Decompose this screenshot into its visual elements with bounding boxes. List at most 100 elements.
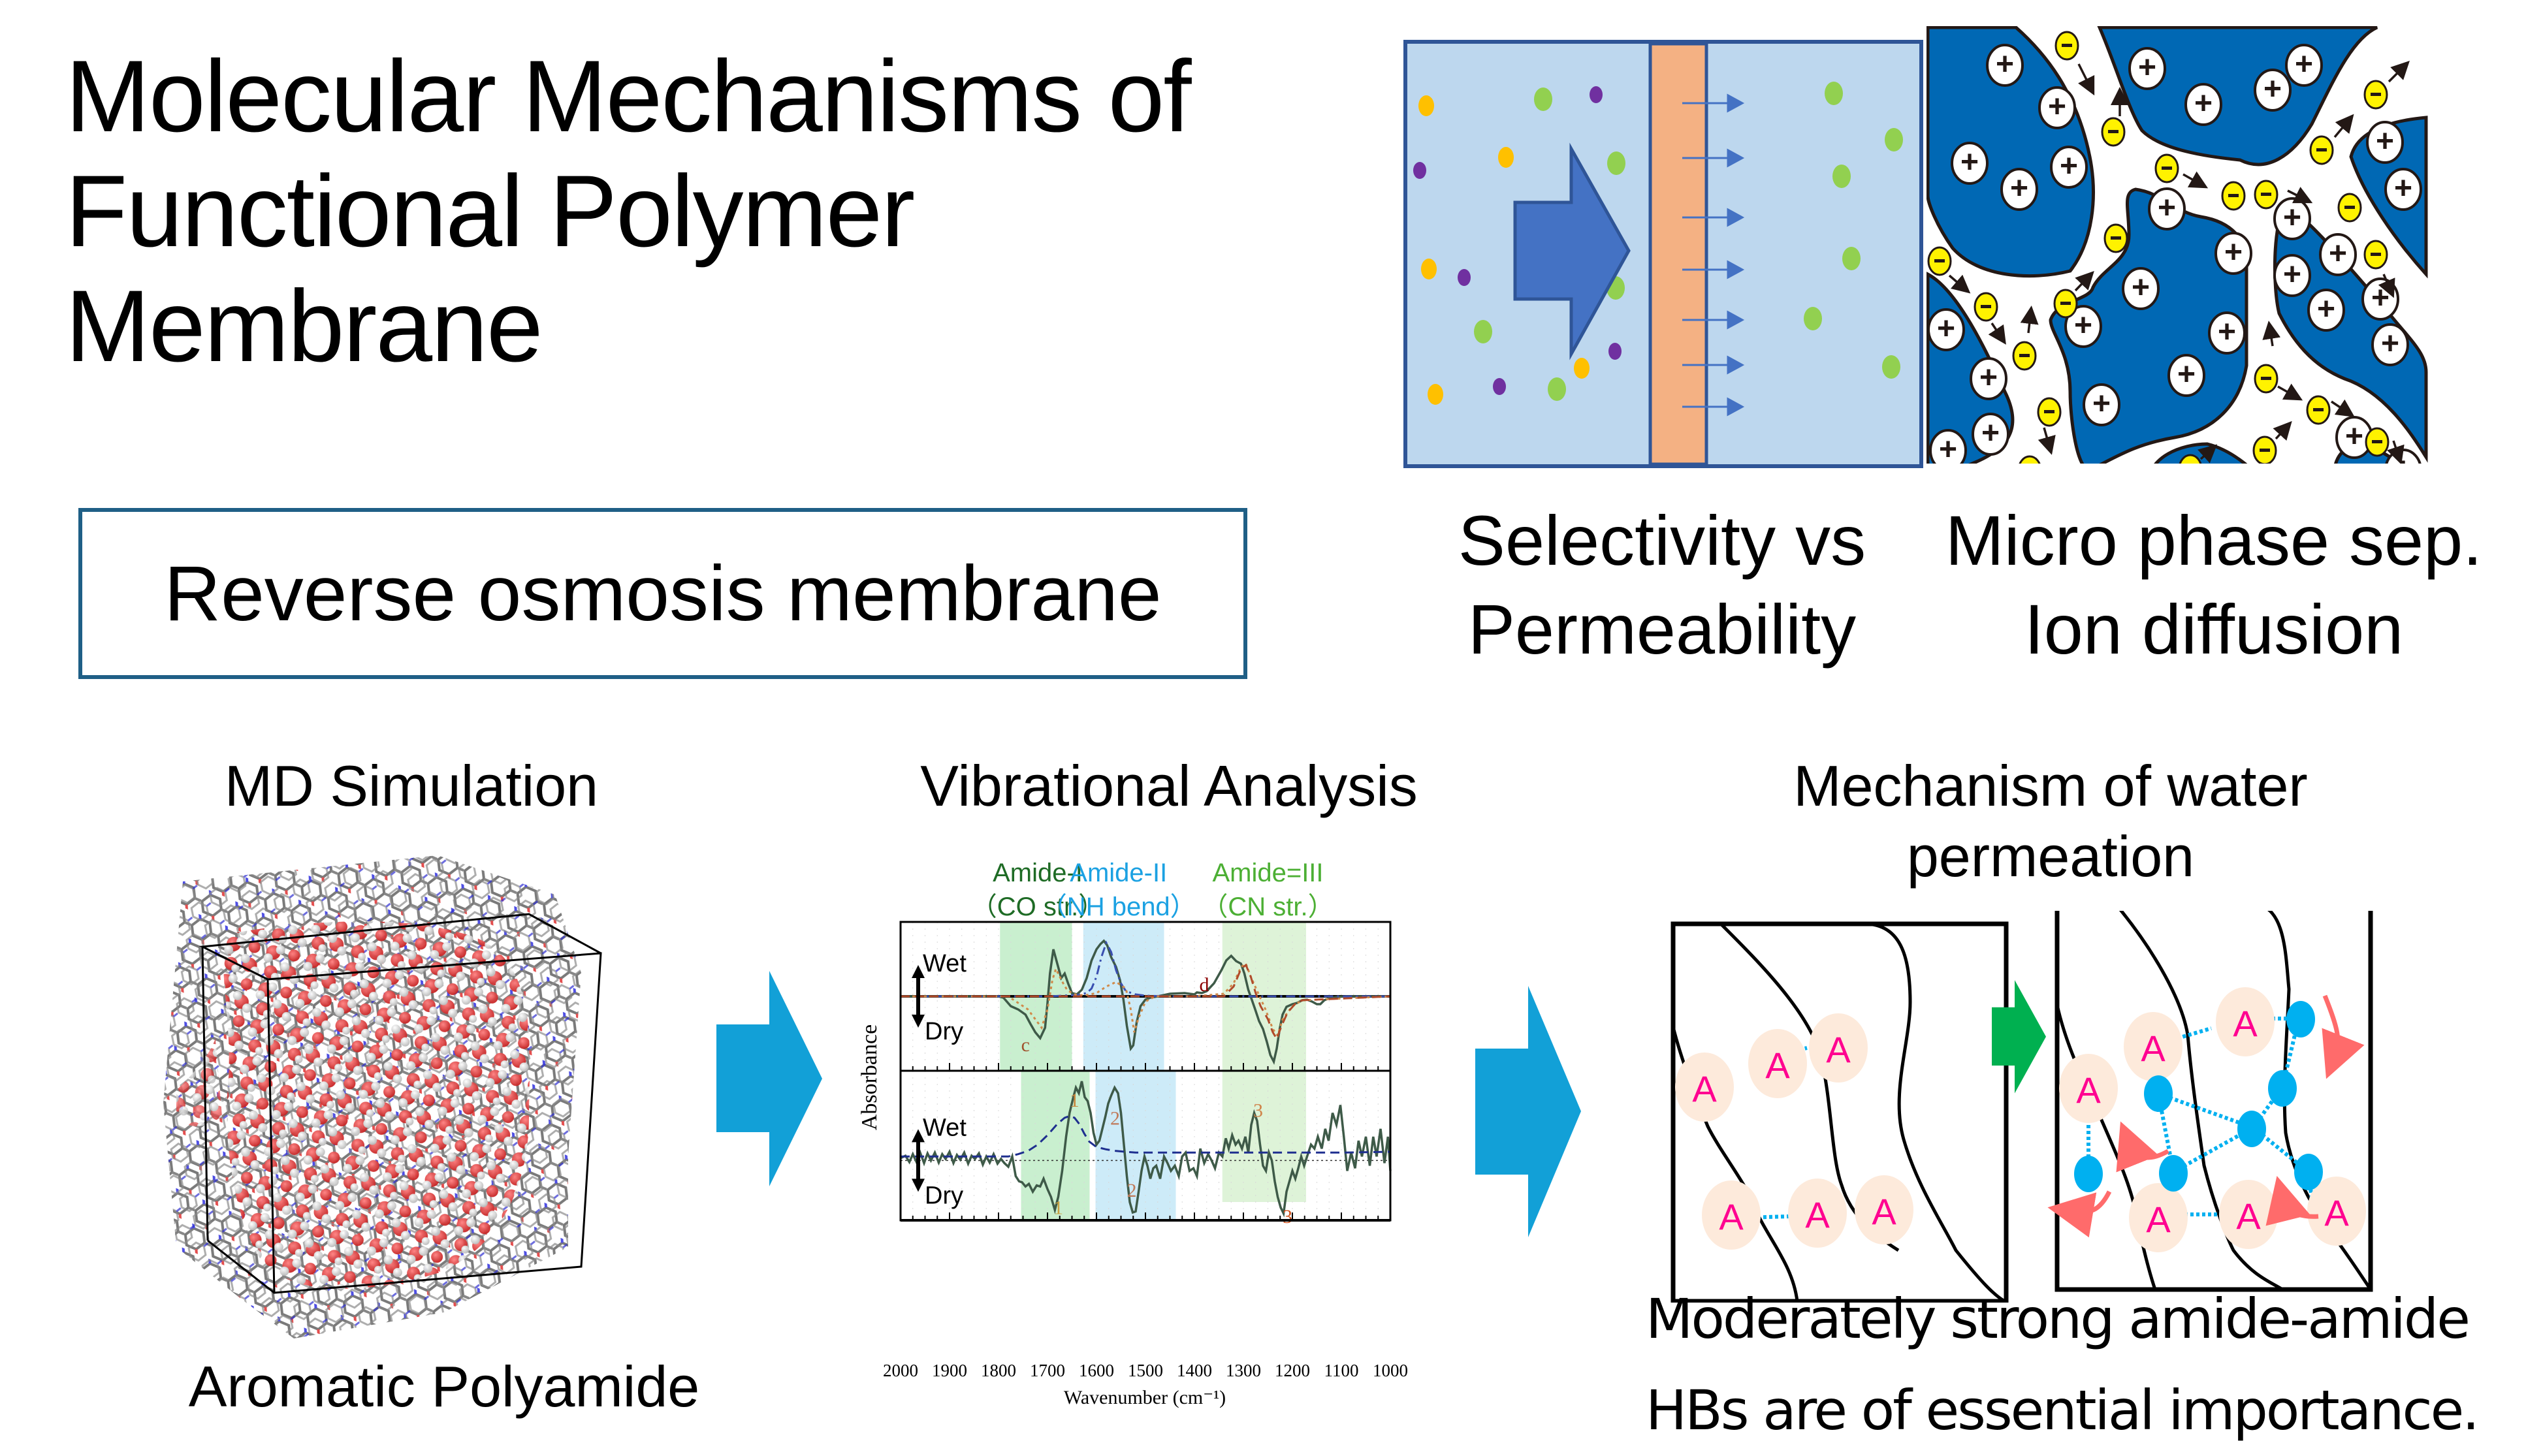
svg-text:+: +	[1979, 360, 1998, 395]
anion-icon	[2053, 289, 2078, 319]
water-molecule	[2286, 1001, 2315, 1037]
band-label-mode: （CN str.）	[1202, 893, 1334, 921]
mechanism-heading-line-1: Mechanism of water	[1793, 753, 2308, 818]
dry-state-panel: A A A A A A	[1671, 921, 2009, 1303]
water-particle	[1825, 82, 1843, 105]
cation-icon: +	[2148, 187, 2186, 230]
amide-group: A	[2307, 1177, 2366, 1246]
cation-icon: +	[1986, 44, 2024, 87]
solute-particle	[1418, 95, 1434, 116]
water-molecule	[2074, 1156, 2103, 1192]
permeation-arrow-icon	[1727, 93, 1745, 113]
cation-icon: +	[1929, 429, 1967, 464]
cation-icon: +	[2371, 323, 2409, 366]
svg-text:+: +	[2074, 308, 2092, 343]
md-simulation-heading: MD Simulation	[224, 753, 599, 818]
wet-label: Wet	[923, 1114, 967, 1141]
svg-text:+: +	[2218, 315, 2236, 349]
svg-text:A: A	[2141, 1028, 2166, 1069]
wet-label: Wet	[923, 950, 967, 977]
cation-icon: +	[2384, 168, 2422, 211]
highlight-band	[1222, 1071, 1306, 1202]
page-title: Molecular Mechanisms of Functional Polym…	[65, 39, 1371, 384]
svg-text:+: +	[2283, 200, 2301, 235]
water-molecules	[2074, 1001, 2323, 1192]
water-particle	[1842, 247, 1861, 270]
cation-icon: +	[2366, 121, 2404, 164]
x-tick-label: 1000	[1373, 1361, 1408, 1380]
ion-caption-line-2: Ion diffusion	[2024, 590, 2404, 669]
svg-text:+: +	[2132, 270, 2150, 305]
wet-state-panel: A A A A A A	[2047, 911, 2373, 1292]
peak-annotation: 2	[1127, 1180, 1137, 1201]
anion-icon	[2252, 435, 2277, 464]
anion-icon	[2337, 193, 2362, 223]
svg-text:+: +	[2177, 357, 2196, 392]
svg-text:+: +	[2010, 171, 2028, 206]
ion-flux-arrows	[1948, 61, 2410, 464]
svg-text:A: A	[1805, 1194, 1830, 1235]
motion-arrow-icon	[2047, 1190, 2112, 1238]
water-particle	[1804, 307, 1822, 330]
water-particle	[1832, 165, 1851, 188]
permeation-arrow-icon	[1727, 148, 1745, 168]
solute-particle	[1574, 358, 1590, 379]
band-label-mode: （NH bend）	[1041, 893, 1196, 921]
mechanism-diagram: A A A A A A A A A A	[1671, 911, 2373, 1303]
svg-text:A: A	[1826, 1029, 1851, 1070]
solute-particle	[1421, 259, 1437, 279]
water-particle	[1882, 355, 1900, 379]
amide-group: A	[1809, 1013, 1868, 1083]
svg-text:+: +	[2224, 235, 2243, 270]
title-line-3: Membrane	[65, 270, 543, 383]
water-molecule	[2237, 1111, 2266, 1147]
title-line-2: Functional Polymer	[65, 155, 915, 268]
dry-label: Dry	[925, 1182, 963, 1209]
anion-icon	[2019, 455, 2041, 464]
peak-annotation: 3	[1253, 1100, 1263, 1122]
motion-arrow-icon	[2116, 1121, 2169, 1173]
wet-dry-arrow-icon	[912, 1129, 925, 1192]
cation-icon: +	[2273, 197, 2311, 240]
peak-annotation: 1	[1053, 1197, 1063, 1218]
svg-text:+: +	[2295, 47, 2313, 82]
amide-group: A	[2124, 1012, 2182, 1081]
water-molecule	[2144, 1075, 2173, 1112]
ion-diffusion-diagram: + + + + + + + + + + + + + + + + + + + + …	[1926, 26, 2428, 464]
cation-icon: +	[2319, 233, 2357, 276]
transition-arrow-icon	[1992, 980, 2046, 1094]
water-molecule	[2268, 1070, 2297, 1107]
aromatic-polyamide-caption: Aromatic Polyamide	[188, 1354, 700, 1419]
svg-text:+: +	[2283, 257, 2301, 292]
anion-icon	[2054, 31, 2079, 61]
solute-particle	[1413, 162, 1426, 179]
svg-text:+: +	[2048, 89, 2066, 124]
dry-label: Dry	[925, 1018, 963, 1045]
cation-domain	[2097, 26, 2378, 166]
band-label-name: Amide-I	[993, 859, 1083, 887]
x-tick-label: 1500	[1128, 1361, 1163, 1380]
cation-icon: +	[1970, 357, 2007, 400]
ion-diffusion-caption: Micro phase sep. Ion diffusion	[1926, 496, 2501, 674]
anion-icon	[2221, 181, 2246, 211]
cation-domain	[2273, 203, 2428, 463]
water-molecules	[176, 1038, 222, 1126]
band-label-mode: （CO str.）	[971, 893, 1104, 921]
cation-icon: +	[1927, 308, 1965, 351]
x-tick-label: 2000	[883, 1361, 918, 1380]
permeation-arrow-icon	[1727, 397, 1745, 417]
title-line-1: Molecular Mechanisms of	[65, 40, 1192, 153]
cations: + + + + + + + + + + + + + + + + + + + + …	[1927, 44, 2422, 464]
anion-icon	[1927, 246, 1952, 276]
cation-icon: +	[2361, 277, 2399, 321]
anions	[1927, 31, 2390, 464]
amide-group: A	[1675, 1052, 1734, 1122]
svg-text:+: +	[2138, 50, 2156, 85]
x-tick-label: 1100	[1324, 1361, 1359, 1380]
mechanism-heading-line-2: permeation	[1906, 824, 2195, 889]
svg-text:+: +	[2381, 326, 2399, 361]
svg-text:+: +	[1960, 145, 1979, 180]
workflow-arrow-1-icon	[716, 971, 822, 1186]
series-difference-spectrum	[900, 1081, 1392, 1218]
water-molecule	[2294, 1154, 2323, 1190]
